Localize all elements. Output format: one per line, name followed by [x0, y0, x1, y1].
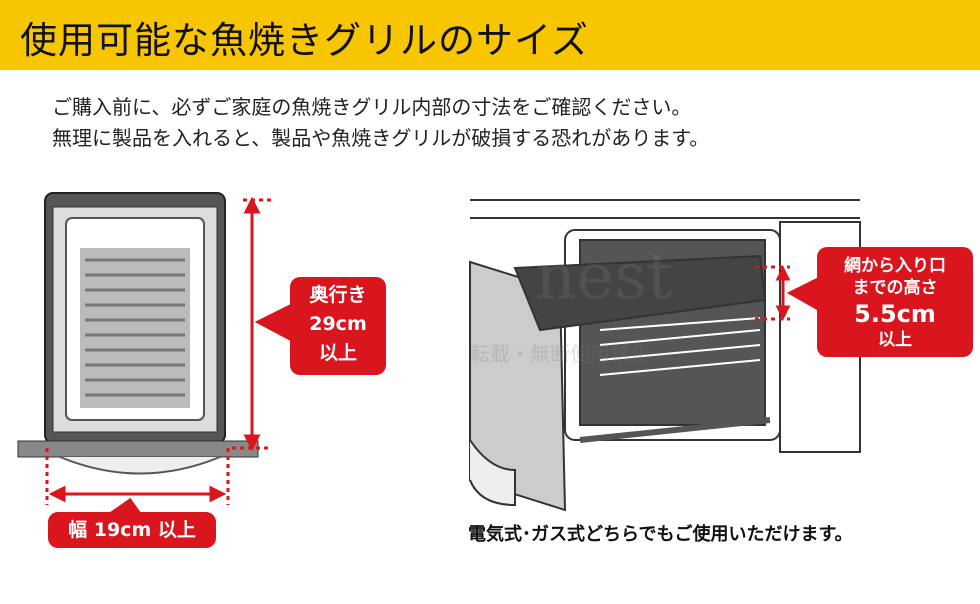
depth-dimension-line: [232, 196, 294, 452]
intro-line-1: ご購入前に、必ずご家庭の魚焼きグリル内部の寸法をご確認ください。: [52, 95, 692, 119]
height-callout: 網から入り口 までの高さ 5.5cm 以上: [817, 247, 973, 357]
watermark-logo: nest: [535, 240, 673, 314]
depth-value: 29cm: [309, 313, 367, 335]
height-label-1: 網から入り口: [844, 256, 946, 276]
watermark-notice: 転載・無断使用禁止: [470, 342, 650, 366]
height-suffix: 以上: [878, 330, 912, 350]
grill-front-illustration: [17, 192, 259, 475]
height-dimension-line: [755, 265, 822, 321]
header-banner: 使用可能な魚焼きグリルのサイズ: [0, 0, 980, 70]
width-callout: 幅 19cm 以上: [48, 512, 216, 548]
compatibility-caption: 電気式･ガス式どちらでもご使用いただけます。: [468, 524, 853, 545]
depth-label: 奥行き: [309, 284, 367, 306]
intro-line-2: 無理に製品を入れると、製品や魚焼きグリルが破損する恐れがあります。: [52, 126, 710, 150]
page-title: 使用可能な魚焼きグリルのサイズ: [20, 19, 589, 62]
intro-text: ご購入前に、必ずご家庭の魚焼きグリル内部の寸法をご確認ください。 無理に製品を入…: [52, 92, 709, 154]
depth-callout: 奥行き 29cm 以上: [290, 277, 386, 375]
depth-suffix: 以上: [318, 342, 357, 364]
height-label-2: までの高さ: [852, 278, 938, 298]
grill-drawer-illustration: [469, 199, 861, 512]
height-value: 5.5cm: [854, 300, 936, 328]
